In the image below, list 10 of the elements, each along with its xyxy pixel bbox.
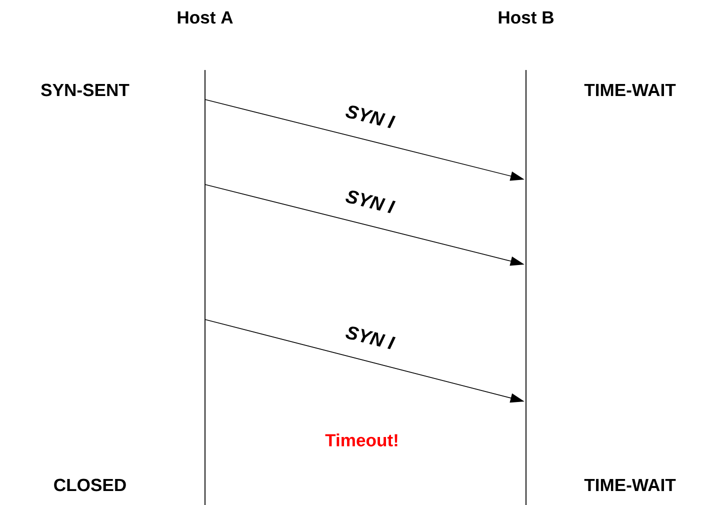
edge-label: SYN I (346, 106, 396, 128)
timeout-note: Timeout! (325, 434, 398, 446)
state-label: TIME-WAIT (584, 84, 676, 96)
edge-label: SYN I (346, 190, 396, 214)
state-label: SYN-SENT (41, 84, 130, 96)
host-lifeline: Host B (498, 11, 554, 505)
state-label: CLOSED (54, 478, 126, 492)
host-lifeline: Host A (178, 11, 233, 505)
state-label: TIME-WAIT (584, 478, 676, 492)
edge-label: SYN I (346, 326, 396, 350)
